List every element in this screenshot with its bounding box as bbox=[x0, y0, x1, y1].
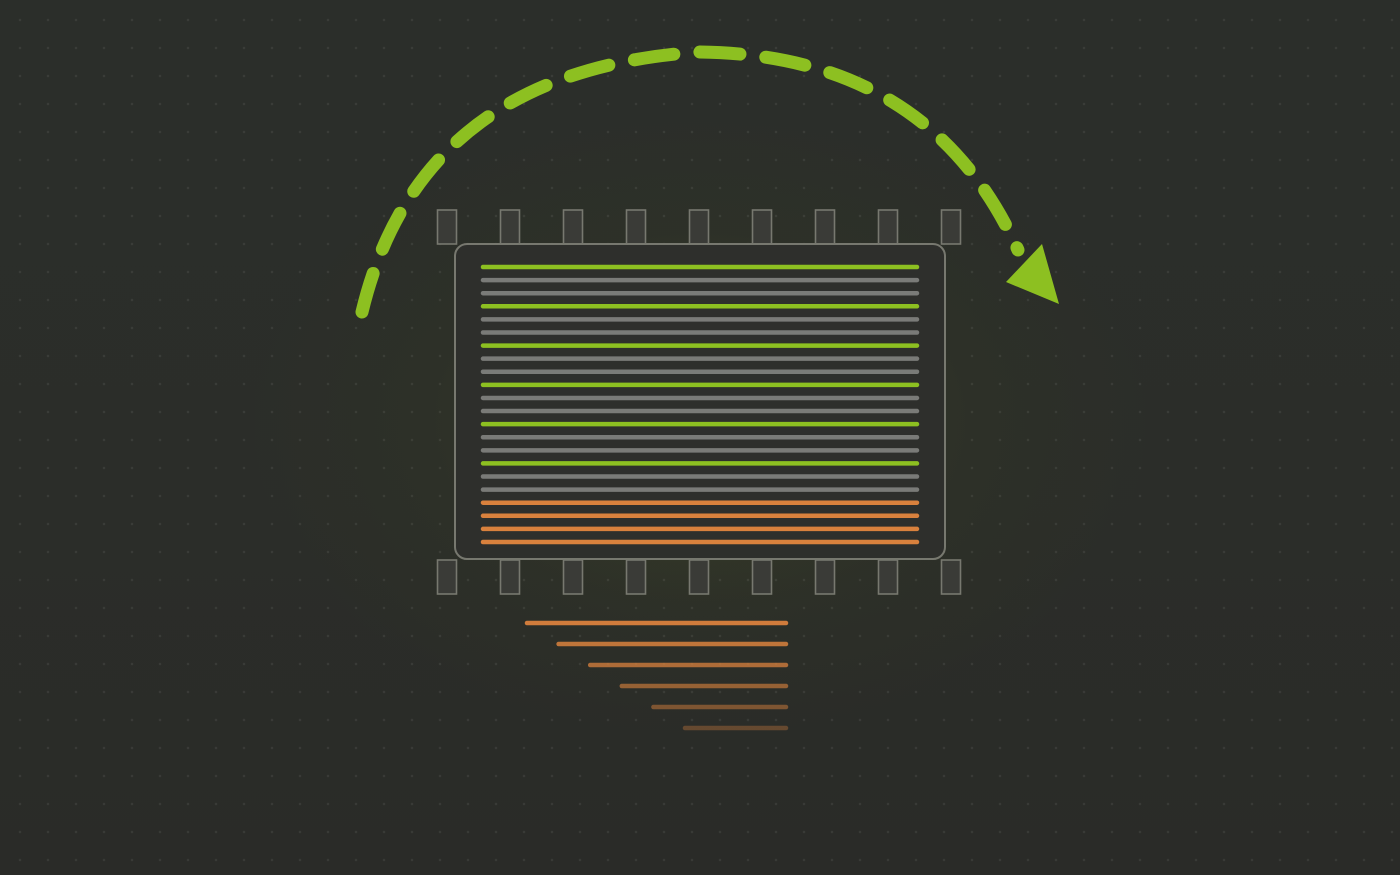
overflow-lines bbox=[524, 620, 789, 731]
arrow-head-icon bbox=[1006, 244, 1059, 304]
top-pin bbox=[562, 209, 584, 245]
bottom-pin bbox=[877, 559, 899, 595]
top-pin bbox=[499, 209, 521, 245]
top-pin bbox=[436, 209, 458, 245]
bottom-pin bbox=[688, 559, 710, 595]
dashed-circular-arrow-icon bbox=[355, 45, 1059, 319]
bottom-pin bbox=[625, 559, 647, 595]
bottom-pin bbox=[940, 559, 962, 595]
bottom-pin bbox=[814, 559, 836, 595]
bottom-pin-row bbox=[436, 559, 962, 595]
rotation-arc bbox=[355, 45, 1025, 319]
bottom-pin bbox=[436, 559, 458, 595]
top-pin bbox=[625, 209, 647, 245]
top-pin bbox=[751, 209, 773, 245]
top-pin bbox=[814, 209, 836, 245]
bottom-pin bbox=[751, 559, 773, 595]
memory-block-rows bbox=[480, 264, 920, 545]
top-pin bbox=[940, 209, 962, 245]
memory-block-frame bbox=[454, 243, 946, 560]
bottom-pin bbox=[499, 559, 521, 595]
bottom-pin bbox=[562, 559, 584, 595]
top-pin bbox=[877, 209, 899, 245]
top-pin bbox=[688, 209, 710, 245]
top-pin-row bbox=[436, 209, 962, 245]
